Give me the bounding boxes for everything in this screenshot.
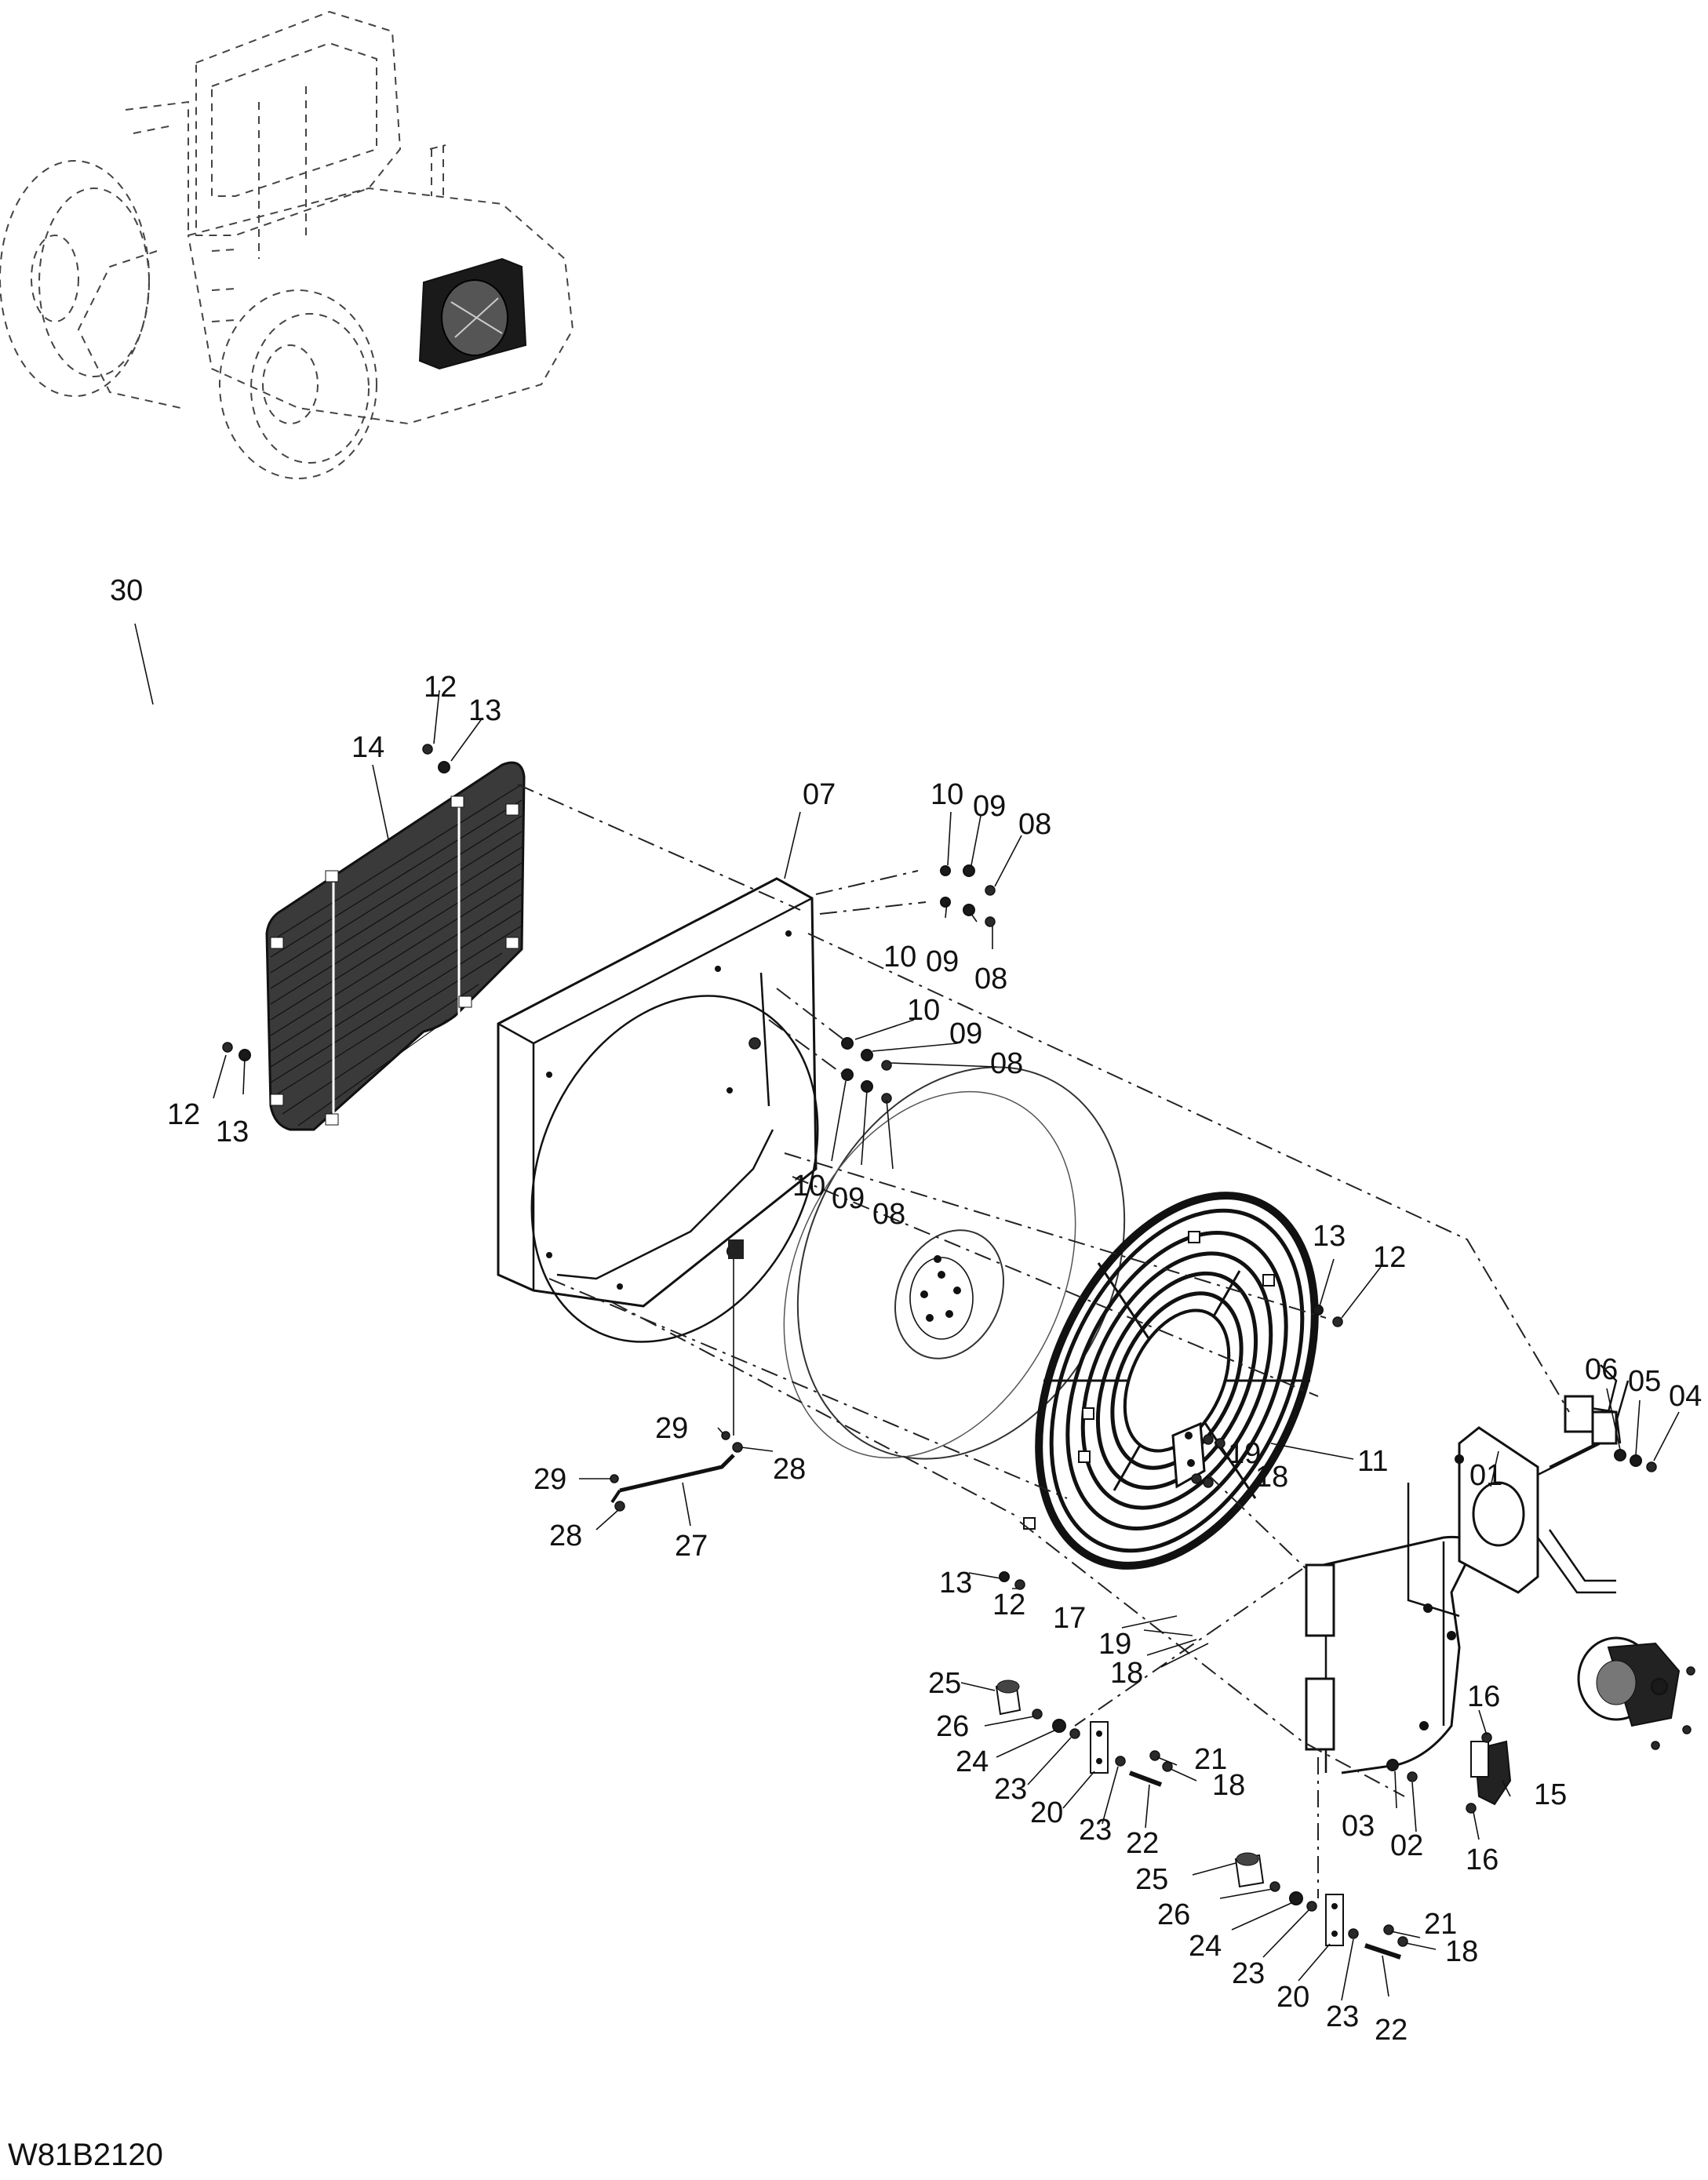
callout-09: 09 — [973, 790, 1006, 823]
callout-23: 23 — [1079, 1814, 1112, 1847]
part-17-plate — [1171, 1421, 1225, 1489]
callout-21: 21 — [1194, 1743, 1227, 1776]
leader-lines — [134, 623, 1680, 2001]
callout-25: 25 — [1135, 1863, 1168, 1896]
part-15-clamp — [1466, 1732, 1512, 1814]
callout-19: 19 — [1098, 1628, 1131, 1661]
part-11-guard — [1023, 1192, 1319, 1570]
callout-11: 11 — [1357, 1445, 1388, 1478]
lower-mount-lower-set — [1234, 1852, 1408, 1960]
callout-05: 05 — [1628, 1365, 1661, 1398]
callout-12: 12 — [167, 1098, 200, 1131]
callout-10: 10 — [907, 994, 940, 1027]
callout-13: 13 — [468, 694, 501, 727]
part-30-seal — [12, 606, 293, 1002]
callout-12: 12 — [1373, 1241, 1406, 1274]
callout-26: 26 — [1157, 1898, 1190, 1931]
callout-17: 17 — [1053, 1602, 1086, 1635]
callout-22: 22 — [1375, 2014, 1408, 2047]
callout-01: 01 — [1469, 1459, 1502, 1492]
callout-02: 02 — [1390, 1829, 1423, 1862]
callout-22: 22 — [1126, 1827, 1159, 1860]
callout-12: 12 — [424, 671, 457, 704]
callout-29: 29 — [534, 1463, 566, 1496]
callout-18: 18 — [1445, 1935, 1478, 1968]
callout-26: 26 — [936, 1710, 969, 1743]
callout-10: 10 — [930, 778, 963, 811]
callout-04: 04 — [1669, 1380, 1702, 1413]
callout-10: 10 — [883, 941, 916, 974]
callout-07: 07 — [803, 778, 836, 811]
callout-25: 25 — [928, 1667, 961, 1700]
callout-23: 23 — [1232, 1957, 1265, 1990]
callout-09: 09 — [949, 1017, 982, 1050]
assembly-phantom-lines — [517, 784, 1570, 1898]
callout-23: 23 — [994, 1773, 1027, 1806]
lower-mount-upper-set — [995, 1680, 1173, 1787]
callout-labels: 30 14 12 13 12 13 07 10 09 08 10 09 08 1… — [110, 574, 1702, 2047]
callout-06: 06 — [1585, 1353, 1618, 1386]
part-27-rod — [610, 1239, 744, 1512]
callout-21: 21 — [1424, 1908, 1457, 1941]
part-01-bracket — [1305, 1364, 1630, 1774]
callout-27: 27 — [675, 1530, 708, 1563]
callout-23: 23 — [1326, 2000, 1359, 2033]
callout-13: 13 — [216, 1115, 249, 1148]
callout-19: 19 — [1228, 1437, 1261, 1470]
hydraulic-motor — [1577, 1636, 1695, 1750]
callout-16: 16 — [1467, 1680, 1500, 1713]
callout-24: 24 — [956, 1745, 989, 1778]
callout-09: 09 — [926, 945, 959, 978]
callout-20: 20 — [1030, 1796, 1063, 1829]
callout-13: 13 — [1313, 1220, 1346, 1253]
callout-20: 20 — [1276, 1981, 1309, 2014]
callout-18: 18 — [1255, 1461, 1288, 1494]
callout-08: 08 — [1018, 808, 1051, 841]
callout-08: 08 — [872, 1198, 905, 1231]
callout-24: 24 — [1189, 1930, 1222, 1963]
callout-13: 13 — [939, 1567, 972, 1600]
part-14-screen — [265, 761, 526, 1131]
callout-18: 18 — [1212, 1769, 1245, 1802]
callout-16: 16 — [1466, 1843, 1499, 1876]
callout-14: 14 — [351, 731, 384, 764]
callout-10: 10 — [792, 1170, 825, 1203]
callout-09: 09 — [832, 1182, 865, 1215]
fastener-hardware — [222, 744, 1657, 1782]
callout-29: 29 — [655, 1412, 688, 1445]
callout-15: 15 — [1534, 1778, 1567, 1811]
callout-08: 08 — [990, 1047, 1023, 1080]
callout-03: 03 — [1342, 1810, 1375, 1843]
callout-30: 30 — [110, 574, 143, 607]
callout-28: 28 — [773, 1453, 806, 1486]
machine-overview-illustration — [0, 10, 574, 479]
callout-28: 28 — [549, 1519, 582, 1552]
fan-ghost — [783, 1066, 1126, 1460]
callout-12: 12 — [992, 1589, 1025, 1621]
drawing-code: W81B2120 — [8, 2138, 163, 2172]
part-07-shroud — [497, 877, 819, 1343]
callout-18: 18 — [1110, 1657, 1143, 1690]
callout-08: 08 — [974, 963, 1007, 995]
